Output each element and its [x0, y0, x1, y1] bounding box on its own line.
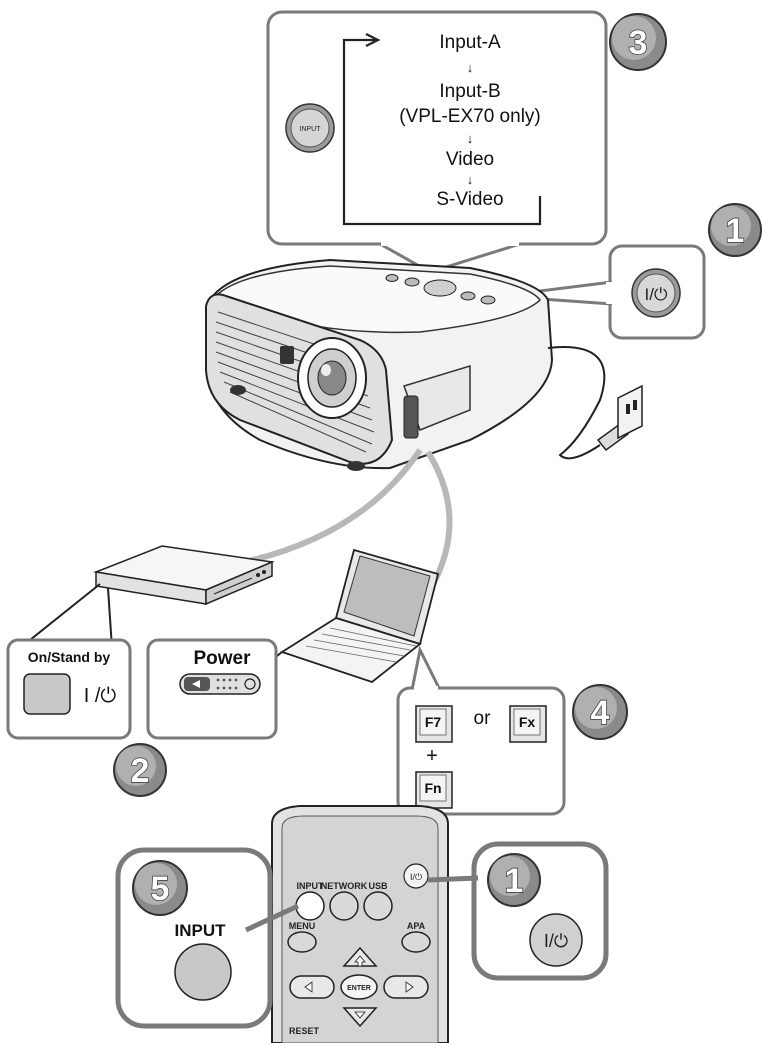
svg-text:RESET: RESET: [289, 1026, 320, 1036]
remote-power-button: I/⏻: [410, 872, 422, 882]
remote-enter-button: ENTER: [347, 985, 371, 992]
step-5-badge: 5: [132, 860, 188, 916]
sequence-arrow-icon: ↓: [467, 172, 474, 187]
remote-menu-button: [287, 931, 317, 953]
svg-text:MENU: MENU: [289, 921, 316, 931]
step-3-badge: 3: [609, 13, 667, 71]
remote-input-button: [295, 891, 325, 921]
remote-apa-button: [401, 931, 431, 953]
input-button-large-icon: [174, 943, 232, 1001]
step-2-badge: 2: [113, 743, 167, 797]
function-key-panel: F7 or Fx + Fn: [396, 645, 566, 816]
video-player-illustration: [93, 545, 275, 606]
svg-text:5: 5: [151, 870, 170, 908]
step-1-remote-badge: 1: [487, 853, 541, 907]
projector-illustration: [204, 258, 554, 471]
svg-text:1: 1: [505, 862, 524, 900]
sequence-arrow-icon: ↓: [467, 60, 474, 75]
standby-button-icon: [23, 673, 71, 715]
sequence-s-video: S-Video: [436, 189, 503, 210]
svg-text:4: 4: [591, 694, 610, 732]
svg-text:F7: F7: [425, 714, 442, 730]
svg-text:APA: APA: [407, 921, 426, 931]
svg-text:USB: USB: [368, 881, 388, 891]
or-text: or: [474, 708, 492, 729]
svg-text:Fx: Fx: [519, 714, 536, 730]
sequence-arrow-icon: ↓: [467, 131, 474, 146]
remote-usb-button: [363, 891, 393, 921]
laptop-panel-title: Power: [193, 648, 251, 669]
standby-symbol: I /⏻: [84, 685, 117, 707]
wall-outlet-icon: [617, 384, 643, 440]
projector-power-panel: I/⏻: [499, 244, 706, 340]
remote-dpad: ENTER: [289, 946, 429, 1028]
input-cycle-panel: INPUT Input-A ↓ Input-B (VPL-EX70 only) …: [266, 10, 608, 274]
input-button-icon: INPUT: [285, 103, 335, 153]
video-cable: [229, 448, 423, 568]
fx-key: Fx: [509, 705, 547, 743]
input-button-label: INPUT: [300, 126, 322, 133]
player-panel-title: On/Stand by: [28, 649, 111, 665]
power-button-icon: I/⏻: [631, 268, 681, 318]
svg-text:NETWORK: NETWORK: [321, 881, 368, 891]
step-1-badge: 1: [708, 203, 762, 257]
svg-text:2: 2: [131, 752, 150, 790]
computer-cable: [425, 450, 453, 592]
svg-text:I/⏻: I/⏻: [645, 285, 668, 304]
sequence-input-b: Input-B: [439, 81, 500, 102]
svg-text:Fn: Fn: [424, 780, 441, 796]
sequence-video: Video: [446, 149, 494, 170]
remote-power-callout: I/⏻: [427, 841, 609, 981]
remote-network-button: [329, 891, 359, 921]
svg-text:I/⏻: I/⏻: [544, 931, 568, 951]
remote-input-callout: INPUT: [115, 847, 300, 1029]
fn-key: Fn: [415, 771, 453, 809]
laptop-power-panel: Power: [146, 638, 283, 740]
svg-text:INPUT: INPUT: [297, 881, 325, 891]
f7-key: F7: [415, 705, 453, 743]
power-switch-icon: [179, 673, 261, 695]
remote-control-illustration: I/⏻ INPUT NETWORK USB MENU APA ENTER RES…: [271, 805, 449, 1043]
input-callout-label: INPUT: [175, 921, 227, 940]
sequence-input-a: Input-A: [439, 32, 501, 53]
step-4-badge: 4: [572, 684, 628, 740]
power-cord: [547, 346, 630, 460]
svg-text:1: 1: [726, 212, 745, 250]
remote-power-large-icon: I/⏻: [529, 913, 583, 967]
player-power-panel: On/Stand by I /⏻: [6, 638, 132, 740]
svg-text:3: 3: [629, 24, 648, 62]
sequence-input-b-note: (VPL-EX70 only): [399, 106, 541, 127]
plus-text: +: [426, 745, 438, 767]
